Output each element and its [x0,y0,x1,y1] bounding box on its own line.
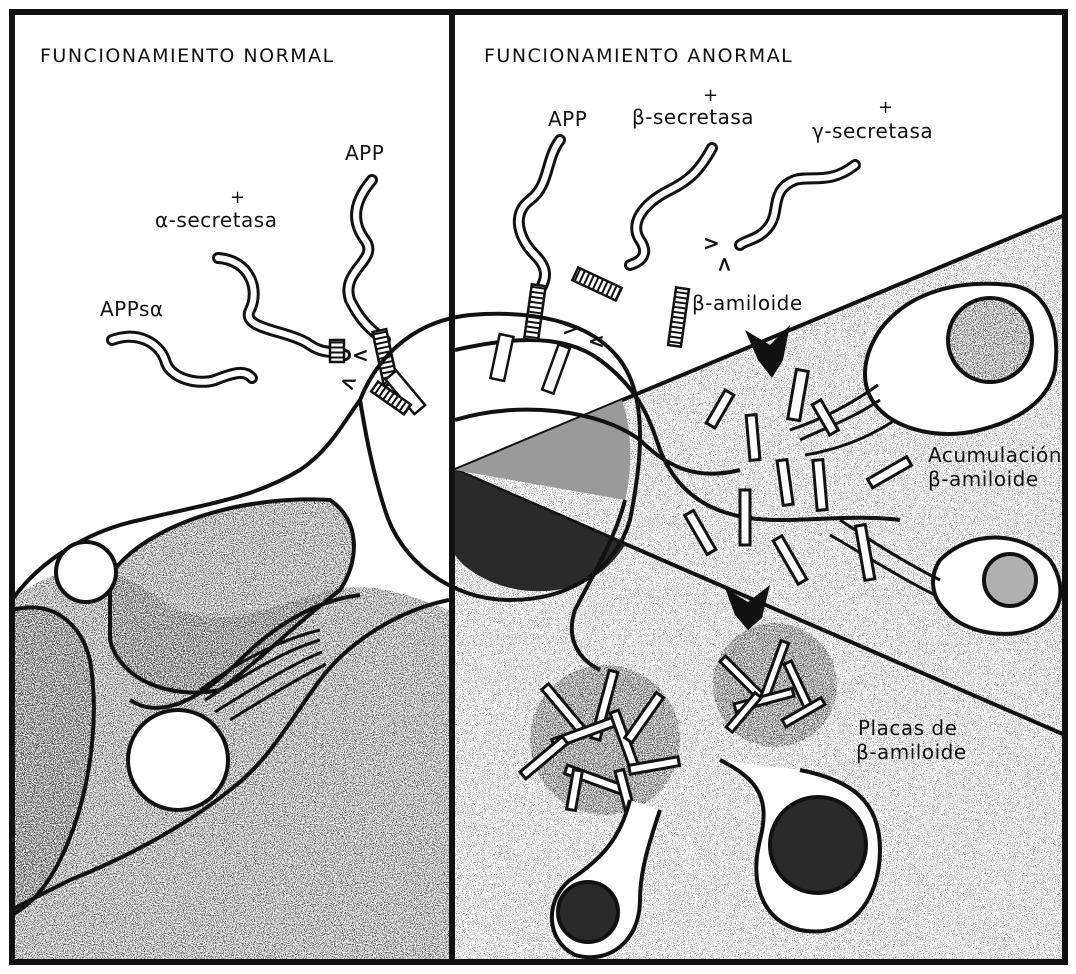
beta-secretase-fragment [572,148,712,300]
beta-amyloid-plaque-right [713,623,837,747]
label-gamma-secretase: γ-secretasa [812,119,933,143]
right-panel: FUNCIONAMIENTO ANORMAL APP + β-secretasa… [455,45,1065,962]
vesicle-large [128,710,228,810]
cut-mark-right-1: > [703,231,720,255]
cut-mark-right-2: < [713,256,737,273]
amyloid-rod [740,490,750,545]
plus-alpha: + [230,187,246,208]
app-protein-left [348,180,425,414]
left-panel-title: FUNCIONAMIENTO NORMAL [40,45,335,67]
label-app-left: APP [345,141,384,165]
plus-gamma: + [878,97,894,118]
dark-nucleus-right [770,797,866,893]
app-s-alpha-fragment [112,337,252,382]
label-app-right: APP [548,107,587,131]
cut-mark-left-1: < [352,343,369,367]
cut-mark-left-2: < [337,368,361,396]
label-plaques-line2: β-amiloide [856,740,967,764]
vesicle-small [56,542,116,602]
label-beta-amyloid: β-amiloide [692,291,803,315]
alpha-secretase-fragment [218,258,345,362]
dark-nucleus-left [558,882,618,942]
plus-beta: + [703,85,719,106]
label-alpha-secretase: α-secretasa [155,208,277,232]
nucleus-lower [984,554,1036,606]
right-panel-title: FUNCIONAMIENTO ANORMAL [484,45,793,67]
app-protein-right [490,140,569,394]
gamma-secretase-fragment [740,165,855,245]
label-accumulation-line2: β-amiloide [928,467,1039,491]
free-beta-amyloid-rod [668,287,689,346]
amyloid-rod [746,415,760,461]
label-accumulation-line1: Acumulación [928,443,1062,467]
label-beta-secretase: β-secretasa [632,105,754,129]
label-plaques-line1: Placas de [858,716,957,740]
label-app-s-alpha: APPsα [100,297,164,321]
